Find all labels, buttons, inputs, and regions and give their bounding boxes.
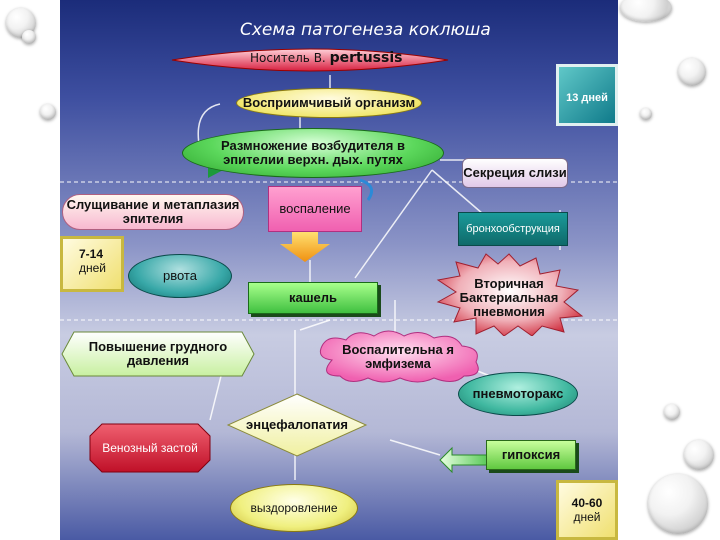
water-drop: [40, 104, 56, 120]
water-drop: [22, 30, 36, 44]
carrier-label: Носитель B. pertussis: [250, 50, 403, 66]
node-secondary-pneumonia-shape: [436, 253, 584, 336]
node-inflammation: воспаление: [268, 186, 362, 232]
period-badge-40-60-days: 40-60 дней: [556, 480, 618, 540]
node-mucus-secretion: Секреция слизи: [462, 158, 568, 188]
node-emphysema-shape: [319, 330, 479, 383]
node-secondary-pneumonia: Вторичная Бактериальная пневмония: [459, 276, 559, 319]
water-drop: [678, 58, 706, 86]
water-drop: [664, 404, 680, 420]
node-pneumothorax: пневмоторакс: [458, 372, 578, 416]
node-encephalopathy: энцефалопатия: [246, 417, 348, 432]
node-venous-congestion: Венозный застой: [102, 441, 198, 455]
node-epithelium-shedding: Слущивание и метаплазия эпителия: [62, 194, 244, 230]
node-venous-congestion-shape: [89, 423, 211, 473]
node-susceptible-organism: Восприимчивый организм: [236, 88, 422, 118]
water-drop: [648, 474, 708, 534]
node-bronchial-obstruction: бронхообструкция: [458, 212, 568, 246]
period-badge-7-14-days: 7-14 дней: [60, 236, 124, 292]
node-hypoxia: гипоксия: [486, 440, 576, 470]
node-pathogen-reproduction: Размножение возбудителя в эпителии верхн…: [182, 128, 444, 178]
period-badge-13-days: 13 дней: [556, 64, 618, 126]
node-recovery: выздоровление: [230, 484, 358, 532]
node-encephalopathy-shape: [226, 393, 368, 457]
water-drop: [640, 108, 652, 120]
node-cough: кашель: [248, 282, 378, 314]
diagram-title: Схема патогенеза коклюша: [240, 20, 491, 40]
carrier-shape: [171, 48, 449, 72]
node-chest-pressure-shape: [61, 331, 255, 377]
node-vomiting: рвота: [128, 254, 232, 298]
water-drop: [684, 440, 714, 470]
water-drop: [620, 0, 672, 22]
node-emphysema: Воспалительна я эмфизема: [342, 342, 454, 371]
node-chest-pressure: Повышение грудного давления: [88, 339, 228, 368]
